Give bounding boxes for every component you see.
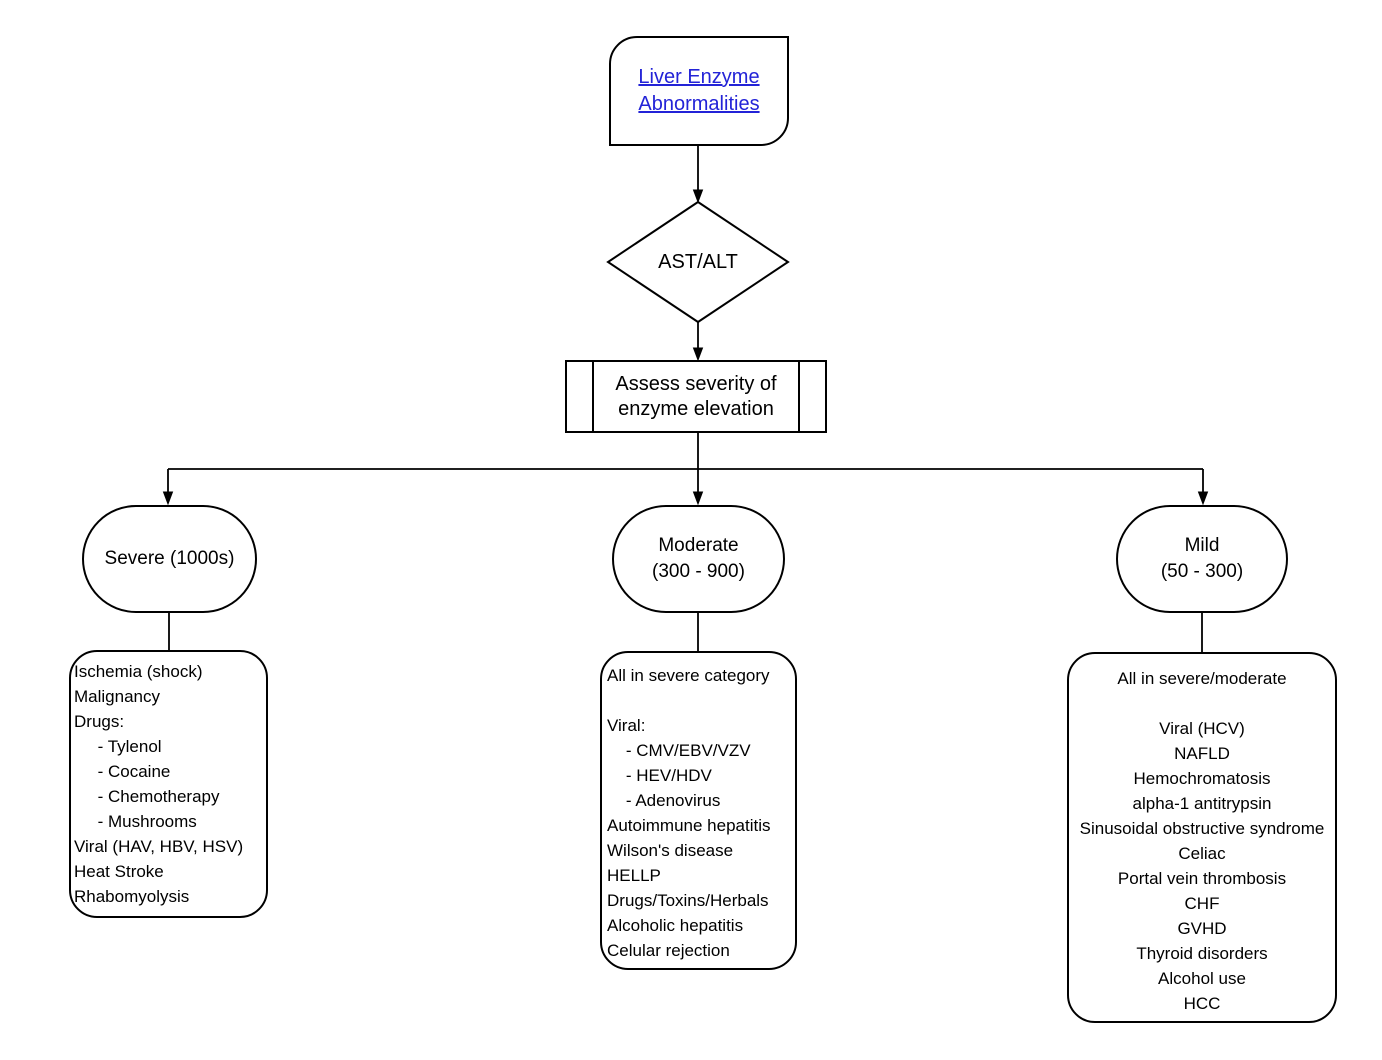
list-item: Celular rejection — [607, 941, 730, 960]
branch-label-range: (300 - 900) — [652, 561, 745, 582]
list-item: Alcohol use — [1158, 969, 1246, 988]
list-item: Autoimmune hepatitis — [607, 816, 771, 835]
list-item: Hemochromatosis — [1133, 769, 1271, 788]
arrowhead-icon — [162, 491, 174, 506]
branch-label: Severe (1000s) — [104, 548, 235, 569]
list-item: NAFLD — [1174, 744, 1230, 763]
arrowhead-icon — [692, 347, 704, 362]
process-side-bar-right — [798, 362, 800, 431]
branch-node-severe: Severe (1000s) — [82, 505, 257, 613]
moderate-causes-list: All in severe category Viral: - CMV/EBV/… — [600, 651, 797, 970]
branch-label: Mild — [1184, 535, 1220, 556]
branch-label-range: (50 - 300) — [1160, 561, 1244, 582]
title-card-node: Liver Enzyme Abnormalities — [609, 36, 789, 146]
arrowhead-icon — [692, 189, 704, 204]
list-item: - Mushrooms — [74, 812, 197, 831]
list-item: Sinusoidal obstructive syndrome — [1079, 819, 1325, 838]
severe-causes-list: Ischemia (shock) Malignancy Drugs: - Tyl… — [69, 650, 268, 918]
list-item: Viral: — [607, 716, 646, 735]
list-item: Viral (HAV, HBV, HSV) — [74, 837, 244, 856]
process-node: Assess severity of enzyme elevation — [565, 360, 827, 433]
list-item: - Tylenol — [74, 737, 162, 756]
decision-node-label: AST/ALT — [658, 250, 738, 273]
list-item: Celiac — [1178, 844, 1226, 863]
branch-node-mild: Mild (50 - 300) — [1116, 505, 1288, 613]
mild-causes-list: All in severe/moderate Viral (HCV) NAFLD… — [1067, 652, 1337, 1023]
list-item: - Adenovirus — [607, 791, 721, 810]
process-side-bar-left — [592, 362, 594, 431]
title-link[interactable]: Liver Enzyme Abnormalities — [638, 66, 760, 115]
list-item: Viral (HCV) — [1159, 719, 1245, 738]
list-item: Portal vein thrombosis — [1117, 869, 1287, 888]
list-item: Alcoholic hepatitis — [607, 916, 744, 935]
list-item: Drugs: — [74, 712, 125, 731]
list-item: Ischemia (shock) — [74, 662, 203, 681]
list-item: Drugs/Toxins/Herbals — [607, 891, 769, 910]
list-item: Wilson's disease — [607, 841, 734, 860]
list-item: - Cocaine — [74, 762, 171, 781]
list-item: - HEV/HDV — [607, 766, 712, 785]
list-item: Malignancy — [74, 687, 160, 706]
branch-label: Moderate — [658, 535, 739, 556]
list-item — [607, 688, 794, 713]
list-item: All in severe category — [607, 666, 770, 685]
list-item: Heat Stroke — [74, 862, 164, 881]
list-item: HELLP — [607, 866, 661, 885]
list-item: Thyroid disorders — [1136, 944, 1268, 963]
list-item: alpha-1 antitrypsin — [1132, 794, 1272, 813]
list-item: - CMV/EBV/VZV — [607, 741, 751, 760]
branch-node-moderate: Moderate (300 - 900) — [612, 505, 785, 613]
list-item — [1069, 691, 1335, 716]
list-item: CHF — [1184, 894, 1220, 913]
list-item: All in severe/moderate — [1117, 669, 1287, 688]
list-item: HCC — [1183, 994, 1221, 1013]
list-item: GVHD — [1177, 919, 1227, 938]
list-item: - Chemotherapy — [74, 787, 220, 806]
list-item: Rhabomyolysis — [74, 887, 190, 906]
process-node-label: Assess severity of enzyme elevation — [615, 372, 777, 420]
arrowhead-icon — [692, 491, 704, 506]
arrowhead-icon — [1197, 491, 1209, 506]
